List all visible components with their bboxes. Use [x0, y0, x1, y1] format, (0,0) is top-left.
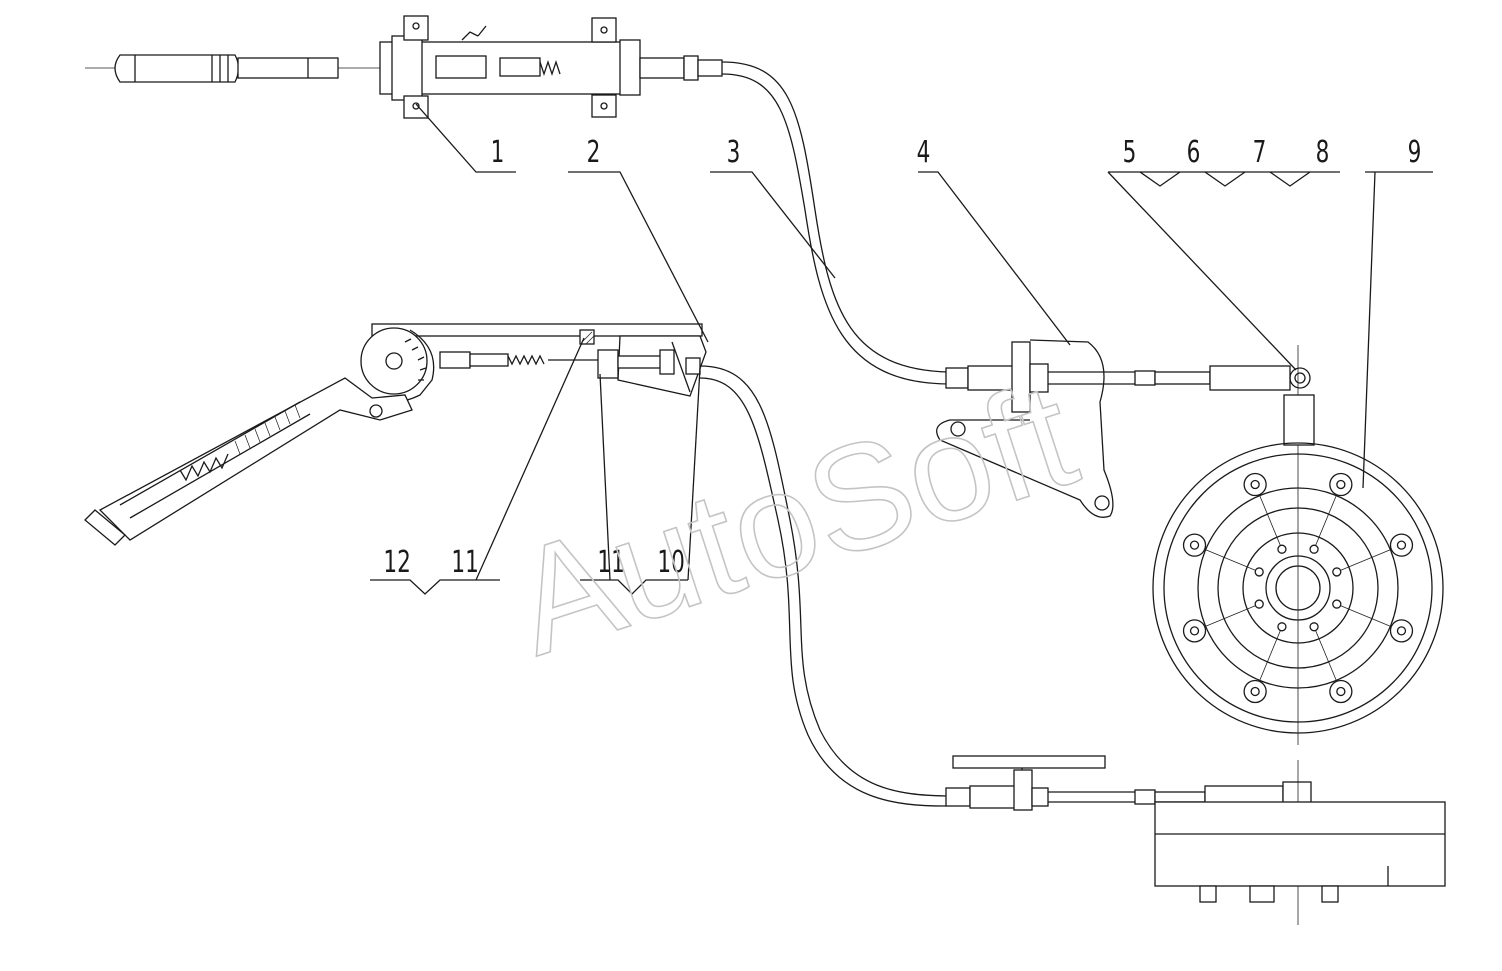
wheel-nut — [1329, 472, 1353, 497]
bellcrank-bracket — [936, 339, 1311, 518]
hub-spoke — [1313, 484, 1342, 550]
wheel-nut — [1329, 679, 1353, 704]
callout-11-left: 11 — [451, 546, 478, 580]
wheel-nut — [1243, 679, 1267, 704]
hand-brake-lever-top-view — [85, 15, 723, 119]
wheel-nut — [1182, 619, 1207, 643]
wheel-nut — [1389, 619, 1414, 643]
hub-spoke — [1336, 544, 1402, 573]
callout-9: 9 — [1408, 136, 1422, 170]
drum-side-view — [945, 755, 1446, 925]
hub-bolt — [1309, 622, 1319, 632]
callout-11-right: 11 — [597, 546, 624, 580]
hand-lever-mechanism-section — [84, 323, 707, 546]
callout-2: 2 — [587, 136, 601, 170]
hub-bolt — [1277, 544, 1287, 554]
cable-10 — [699, 365, 947, 797]
callout-4: 4 — [917, 136, 931, 170]
callout-8: 8 — [1316, 136, 1330, 170]
wheel-nut — [1182, 533, 1207, 557]
wheel-nut — [1243, 472, 1267, 497]
hub-bolt — [1254, 567, 1264, 577]
watermark: AutoSoft — [494, 349, 1093, 687]
hub-spoke — [1194, 544, 1260, 573]
hub-spoke — [1254, 626, 1283, 692]
hub-bolt — [1277, 622, 1287, 632]
callout-1: 1 — [491, 136, 505, 170]
hub-spoke — [1254, 484, 1283, 550]
callout-12: 12 — [383, 546, 410, 580]
wheel-hub-front-view — [1152, 345, 1444, 745]
hub-bolt — [1332, 599, 1342, 609]
cable-3 — [721, 61, 951, 373]
leader-lines — [370, 103, 1433, 595]
hub-bolt — [1309, 544, 1319, 554]
callout-5: 5 — [1123, 136, 1137, 170]
callout-3: 3 — [727, 136, 741, 170]
hub-spoke — [1313, 626, 1342, 692]
callout-6: 6 — [1187, 136, 1201, 170]
callout-numbers: 1 2 3 4 5 6 7 8 9 12 11 11 10 — [383, 136, 1421, 580]
callout-10: 10 — [657, 546, 684, 580]
hub-bolt — [1332, 567, 1342, 577]
wheel-nut — [1389, 533, 1414, 557]
hub-bolt — [1254, 599, 1264, 609]
hub-spoke — [1194, 603, 1260, 632]
hub-spoke — [1336, 603, 1402, 632]
callout-7: 7 — [1253, 136, 1267, 170]
